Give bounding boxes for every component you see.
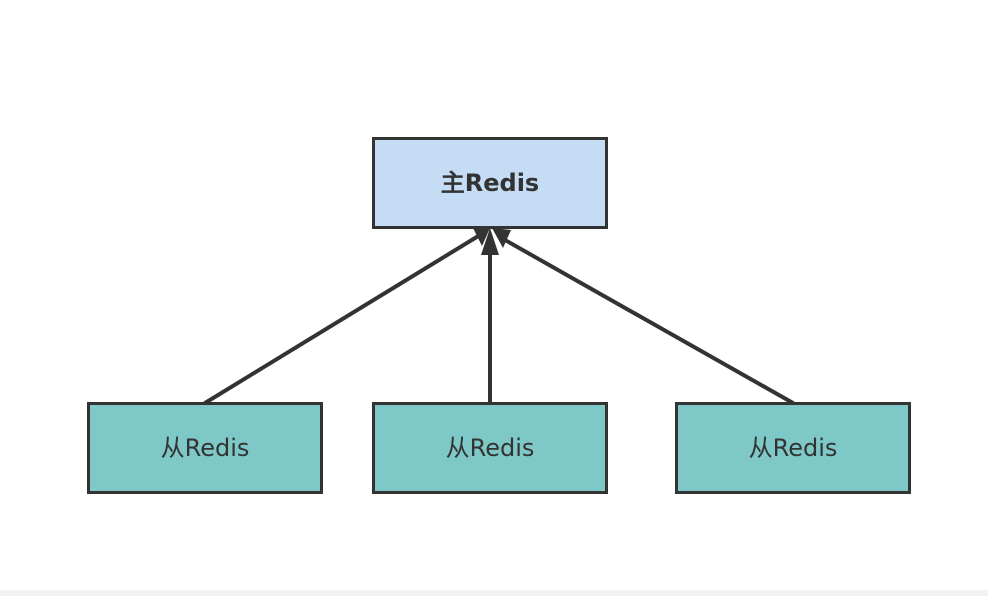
slave-redis-node-3: 从Redis: [675, 402, 911, 494]
arrowhead-from-slave-2: [481, 228, 499, 255]
connector-slave-3-to-master: [503, 238, 795, 405]
slave-redis-node-2: 从Redis: [372, 402, 608, 494]
slave-redis-label: 从Redis: [445, 434, 535, 462]
slave-redis-label: 从Redis: [748, 434, 838, 462]
master-redis-node: 主Redis: [372, 137, 608, 229]
connector-slave-1-to-master: [203, 233, 482, 405]
slave-redis-node-1: 从Redis: [87, 402, 323, 494]
slave-redis-label: 从Redis: [160, 434, 250, 462]
arrowhead-from-slave-3: [492, 228, 511, 248]
arrowhead-from-slave-1: [473, 228, 490, 246]
bottom-strip: [0, 590, 988, 596]
master-redis-label: 主Redis: [440, 169, 540, 197]
